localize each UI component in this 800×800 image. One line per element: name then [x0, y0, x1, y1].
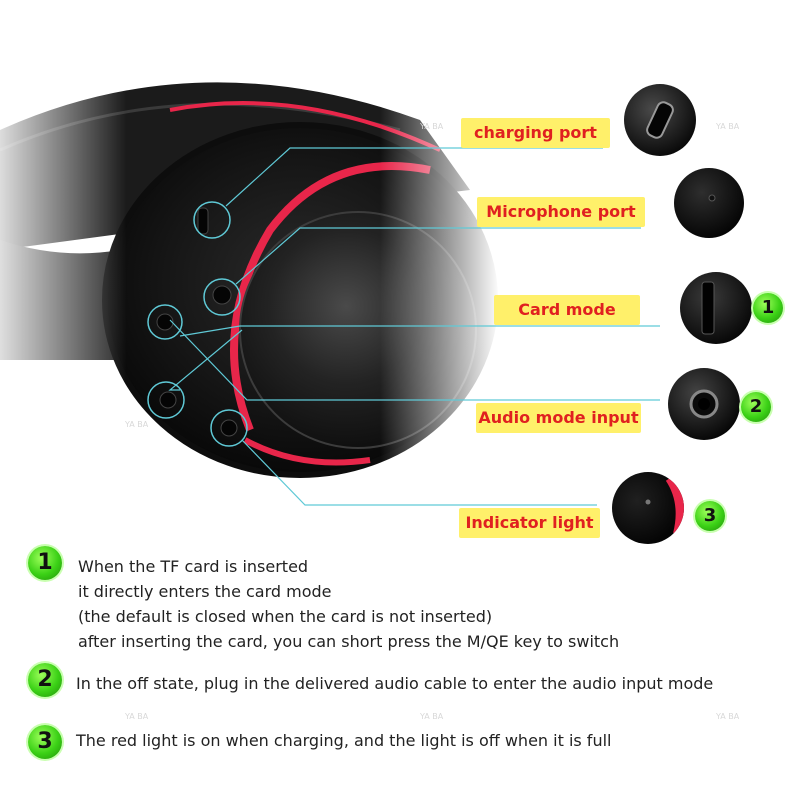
callout-microphone-port: Microphone port [477, 197, 645, 227]
badge-3: 3 [695, 501, 725, 531]
indicator-light-closeup [612, 472, 684, 544]
note-3-badge: 3 [28, 725, 62, 759]
note-1-line-3: (the default is closed when the card is … [78, 607, 493, 626]
card-mode-closeup [680, 272, 752, 344]
note-1-badge: 1 [28, 546, 62, 580]
callout-card-mode: Card mode [494, 295, 640, 325]
watermark: YA BA [125, 420, 149, 429]
watermark: YA BA [420, 712, 444, 721]
note-1-line-1: When the TF card is inserted [78, 557, 309, 576]
note-1-line-2: it directly enters the card mode [78, 582, 332, 601]
watermark: YA BA [716, 712, 740, 721]
note-2-line-1: In the off state, plug in the delivered … [76, 674, 714, 693]
watermark: YA BA [125, 712, 149, 721]
badge-2: 2 [741, 392, 771, 422]
note-1-line-4: after inserting the card, you can short … [78, 632, 620, 651]
microphone-port-closeup [674, 168, 744, 238]
callout-charging-port: charging port [461, 118, 610, 148]
note-3-line-1: The red light is on when charging, and t… [76, 731, 612, 750]
charging-port-closeup [624, 84, 696, 156]
badge-1: 1 [753, 293, 783, 323]
watermark: YA BA [420, 122, 444, 131]
callout-indicator-light: Indicator light [459, 508, 600, 538]
callout-audio-mode-input: Audio mode input [476, 403, 641, 433]
note-2-badge: 2 [28, 663, 62, 697]
watermark: YA BA [716, 122, 740, 131]
audio-input-closeup [668, 368, 740, 440]
